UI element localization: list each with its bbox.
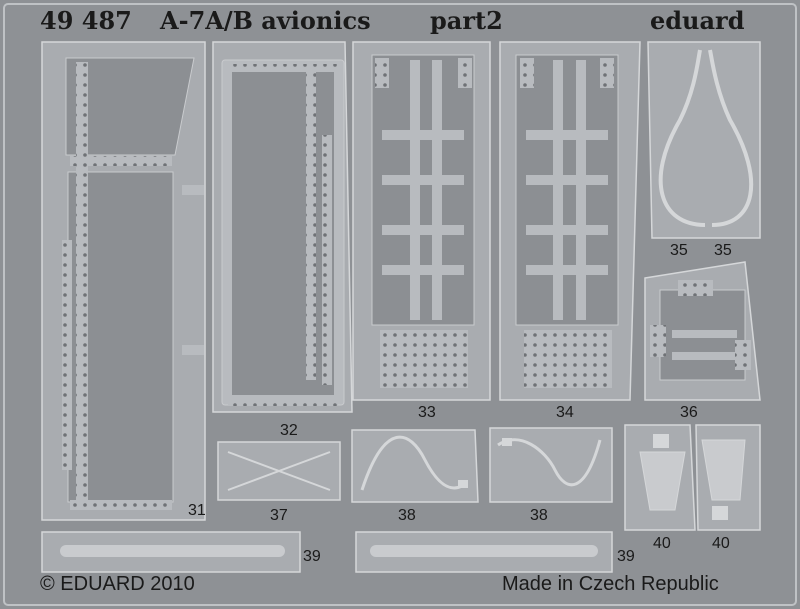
part-38-cable-left	[351, 429, 479, 503]
part-number-35-left: 35	[670, 242, 688, 259]
copyright-text: © EDUARD 2010	[40, 573, 195, 595]
part-number-37: 37	[270, 507, 288, 524]
catalog-number: 49 487	[40, 6, 132, 35]
part-number-40-left: 40	[653, 535, 671, 552]
fret-title: A-7A/B avionics	[160, 6, 371, 35]
part-number-36: 36	[680, 404, 698, 421]
part-number-35-right: 35	[714, 242, 732, 259]
part-number-33: 33	[418, 404, 436, 421]
part-37-cross-bracket	[217, 441, 341, 501]
part-39-strip-left	[41, 531, 301, 573]
fret-part-label: part2	[430, 6, 503, 35]
brand-logo: eduard	[650, 6, 745, 35]
part-32-frame	[212, 41, 353, 413]
part-number-34: 34	[556, 404, 574, 421]
part-39-strip-right	[355, 531, 613, 573]
part-number-38-left: 38	[398, 507, 416, 524]
part-40-fitting-left	[624, 424, 696, 531]
part-38-cable-right	[489, 427, 613, 503]
part-36-bracket	[644, 261, 761, 401]
part-31-panel	[41, 41, 206, 521]
part-34-avionics-rack	[499, 41, 641, 401]
part-40-fitting-right	[695, 424, 761, 531]
part-33-avionics-rack	[352, 41, 491, 401]
part-number-39-left: 39	[303, 548, 321, 565]
origin-text: Made in Czech Republic	[502, 573, 719, 595]
part-number-32: 32	[280, 422, 298, 439]
part-number-31: 31	[188, 502, 206, 519]
part-35-wire-loops	[647, 41, 761, 239]
part-number-40-right: 40	[712, 535, 730, 552]
part-number-38-right: 38	[530, 507, 548, 524]
part-number-39-right: 39	[617, 548, 635, 565]
